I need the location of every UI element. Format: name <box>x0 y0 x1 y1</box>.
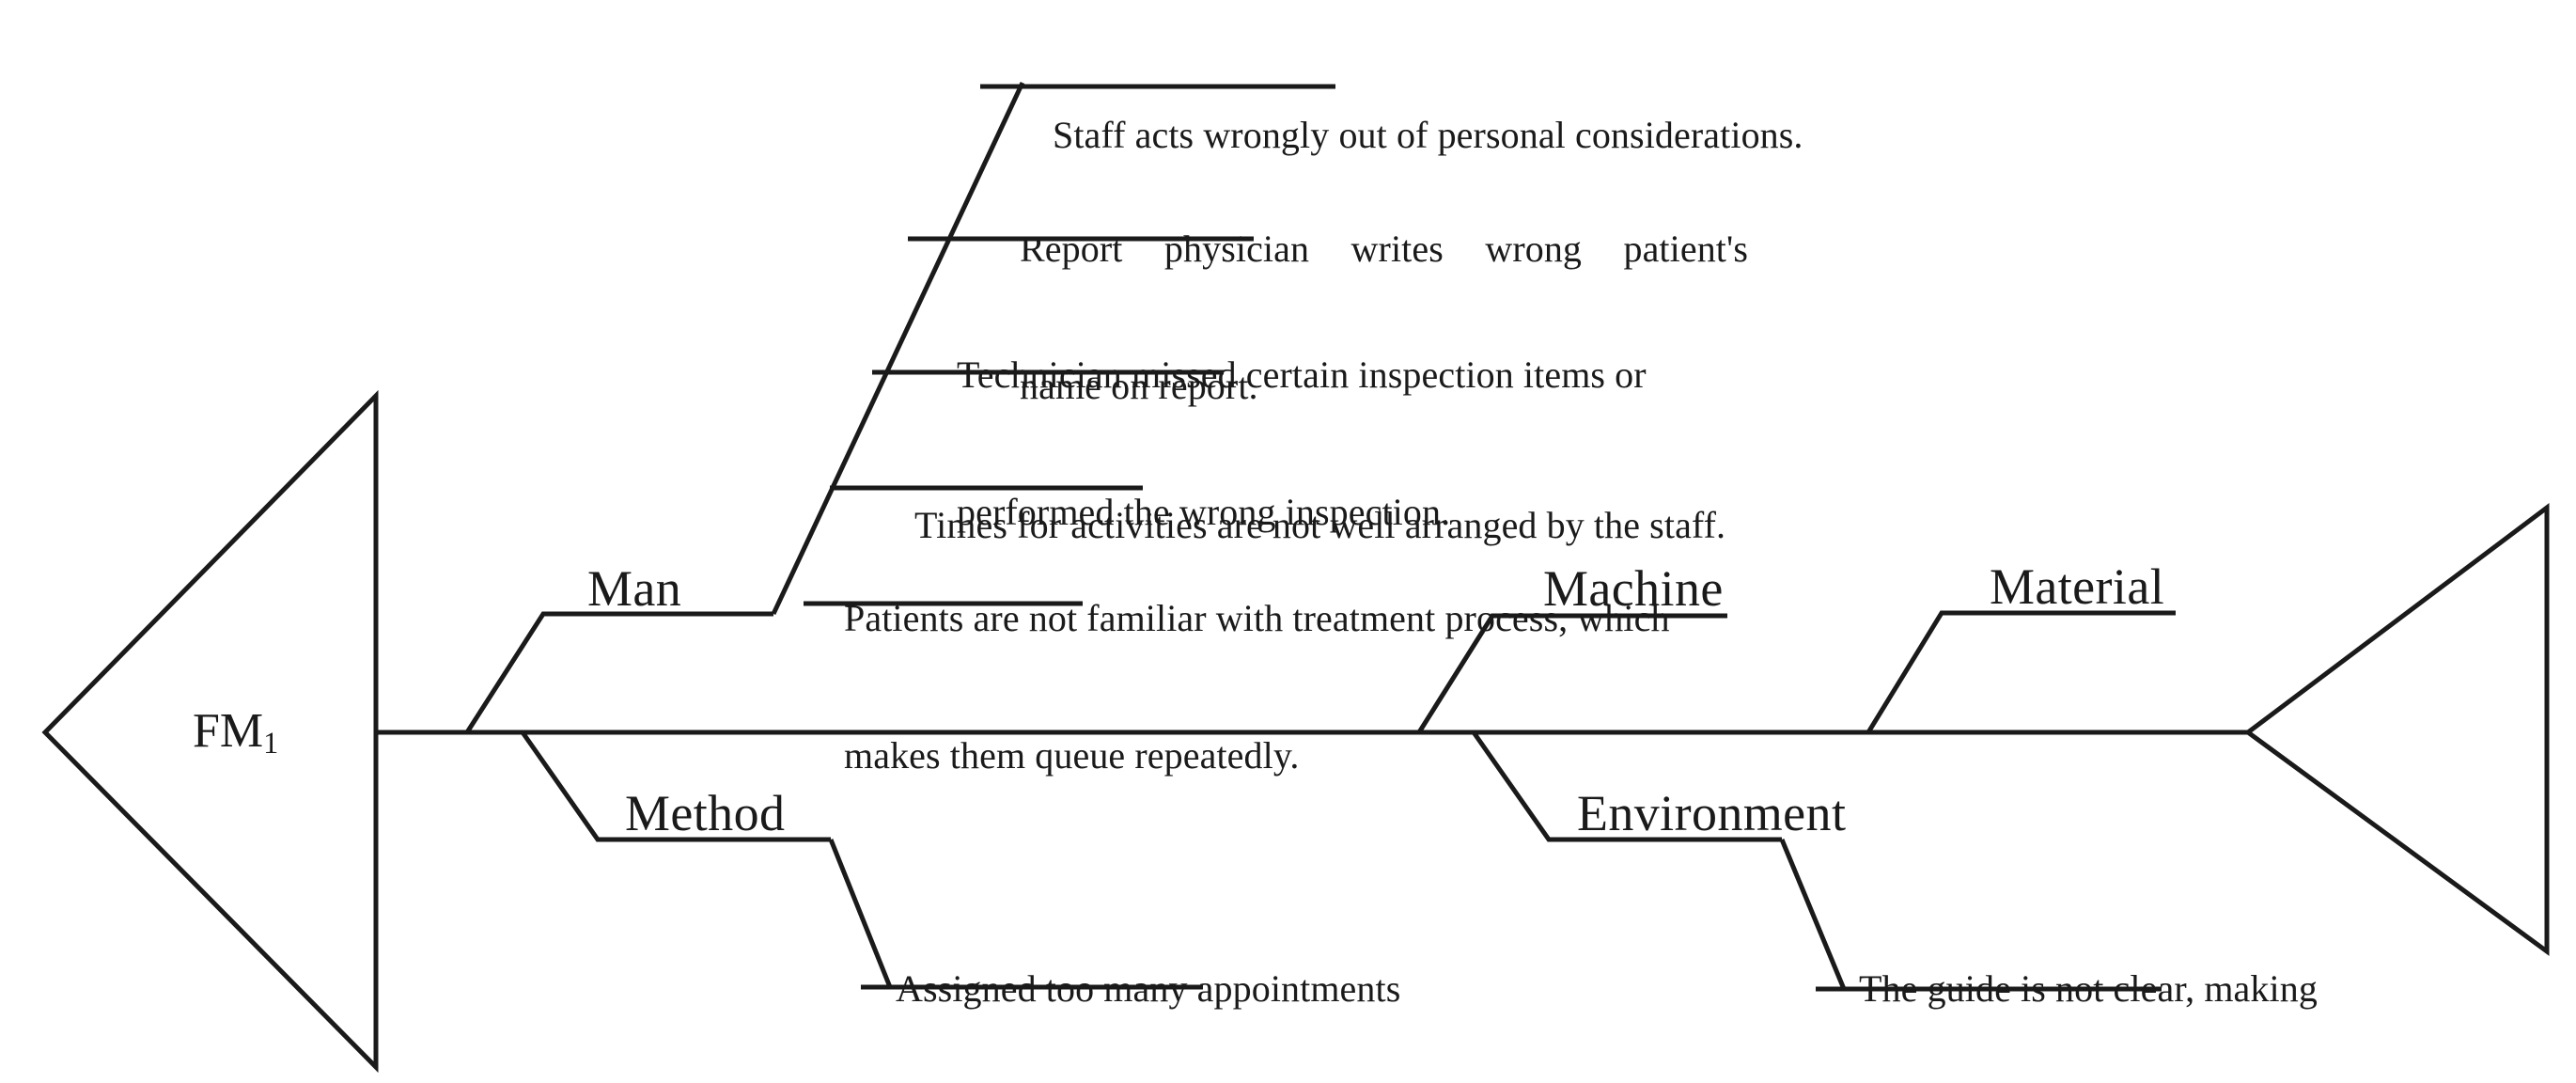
cause-man-3-line-2: performed the wrong inspection. <box>957 490 1451 533</box>
category-label-man: Man <box>587 560 682 617</box>
branch-man <box>464 81 1335 734</box>
effect-label-main: FM <box>193 704 264 758</box>
category-label-machine: Machine <box>1543 560 1724 617</box>
cause-method-1: Assigned too many appointments to the ti… <box>896 874 1400 1083</box>
cause-man-3-line-1: Technician missed certain inspection ite… <box>957 353 1647 396</box>
category-label-environment: Environment <box>1577 785 1847 841</box>
effect-label: FM1 <box>193 701 278 761</box>
branch-environment <box>1471 730 2162 992</box>
tail-triangle <box>2243 502 2550 956</box>
cause-man-4-line-1: Times for activities are not well arrang… <box>914 503 1726 546</box>
cause-man-2: Report physician writes wrong patient's … <box>1020 134 1748 501</box>
cause-man-2-line-2: name on report. <box>1020 364 1258 407</box>
branch-material <box>1866 610 2176 734</box>
effect-label-subscript: 1 <box>263 726 279 761</box>
category-label-material: Material <box>1990 558 2165 615</box>
cause-man-5: Patients are not familiar with treatment… <box>844 504 1670 871</box>
cause-man-1-line-1: Staff acts wrongly out of personal consi… <box>1053 113 1803 156</box>
cause-man-1: Staff acts wrongly out of personal consi… <box>1053 21 1803 250</box>
cause-method-1-line-1: Assigned too many appointments <box>896 966 1401 1010</box>
branch-machine <box>1416 613 1727 734</box>
cause-man-4: Times for activities are not well arrang… <box>914 411 1725 640</box>
category-label-method: Method <box>625 785 786 841</box>
cause-man-5-line-1: Patients are not familiar with treatment… <box>844 596 1670 639</box>
cause-man-5-line-2: makes them queue repeatedly. <box>844 733 1300 777</box>
cause-environment-1: The guide is not clear, making patients … <box>1859 874 2318 1083</box>
cause-man-2-line-1: Report physician writes wrong patient's <box>1020 227 1748 270</box>
cause-man-3: Technician missed certain inspection ite… <box>957 260 1647 627</box>
cause-environment-1-line-1: The guide is not clear, making <box>1859 966 2318 1010</box>
branch-method <box>520 730 1203 990</box>
